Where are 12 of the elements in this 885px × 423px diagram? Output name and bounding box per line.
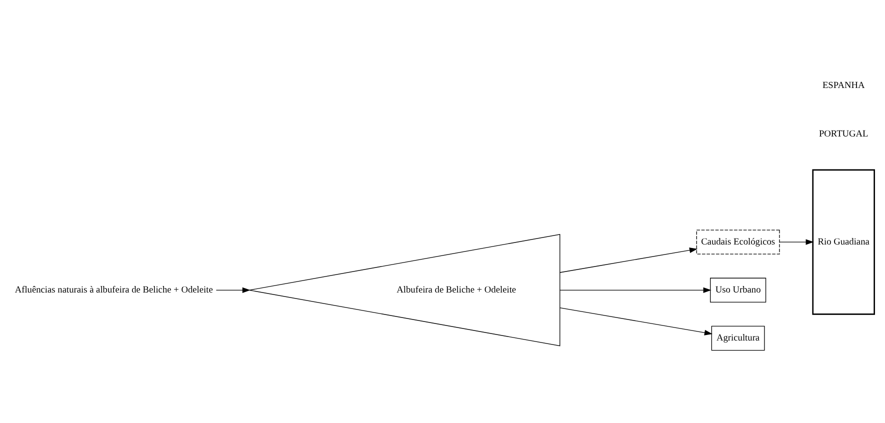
node-box: Rio Guadiana: [812, 168, 874, 314]
label: PORTUGAL: [818, 128, 868, 139]
label: ESPANHA: [822, 80, 864, 91]
arrow: [559, 286, 711, 292]
arrow: [559, 306, 712, 335]
arrow: [778, 238, 814, 244]
node-text: Afluências naturais à albufeira de Beliche + Odeleite: [14, 285, 212, 296]
arrow: [215, 286, 250, 292]
node-box: Uso Urbano: [710, 277, 766, 302]
arrow: [559, 247, 698, 272]
node-box: Agricultura: [710, 325, 764, 350]
node-box: Caudais Ecológicos: [696, 229, 780, 254]
